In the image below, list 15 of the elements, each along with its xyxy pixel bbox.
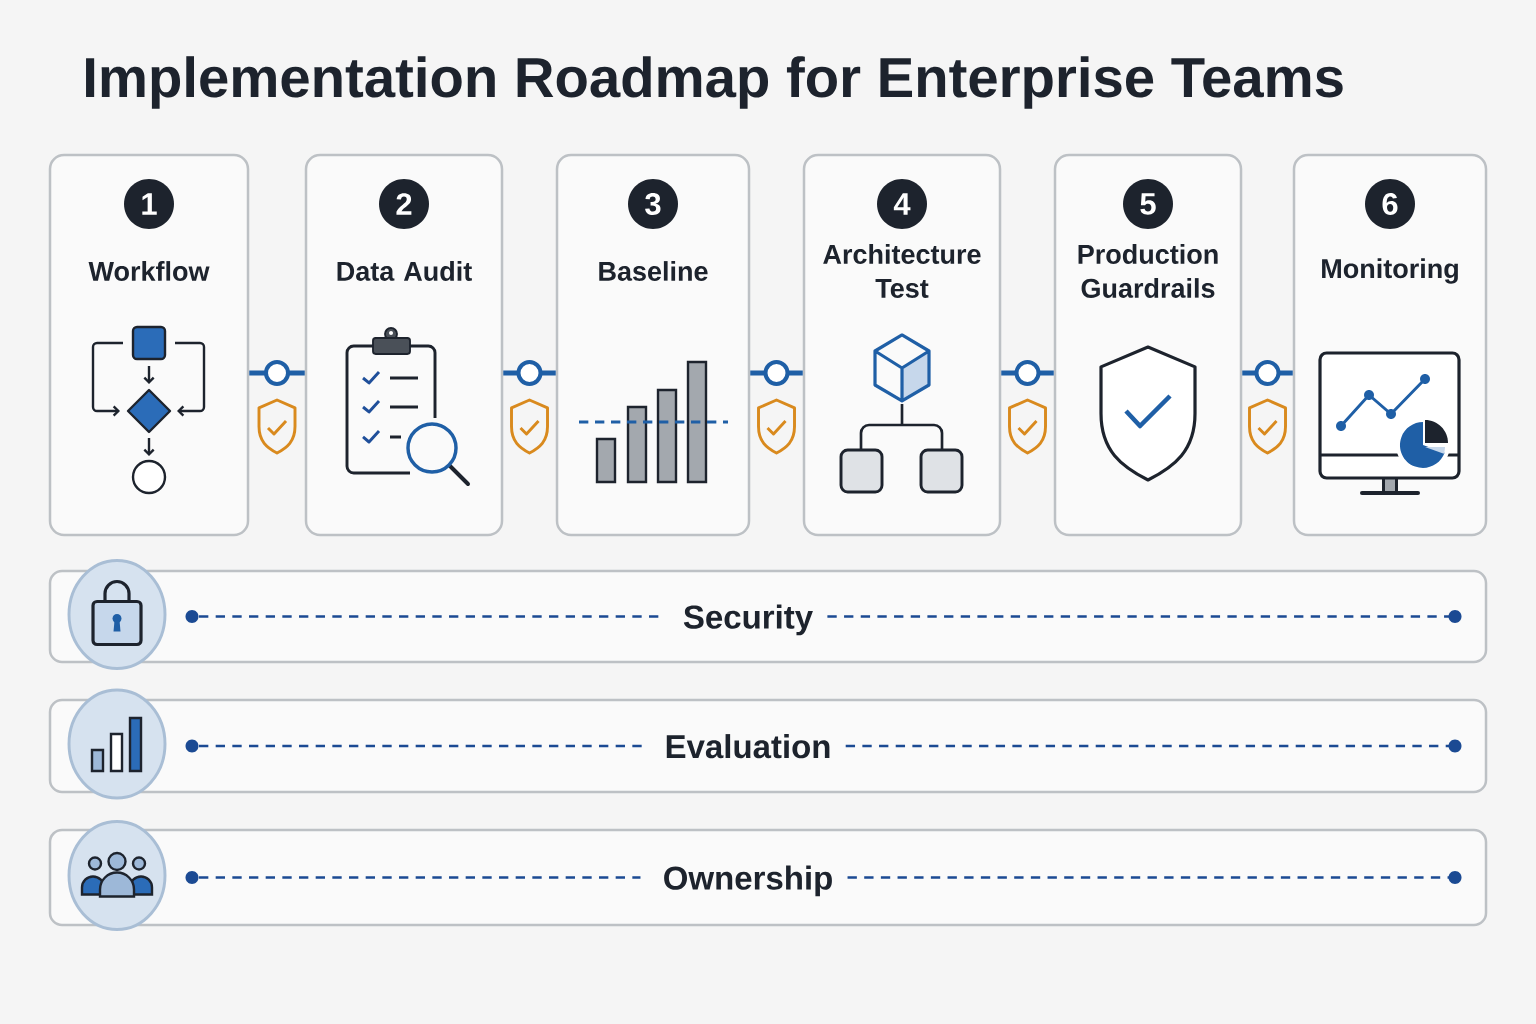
number-badge: 5 bbox=[1123, 179, 1173, 229]
lane-band: Ownership bbox=[48, 828, 1488, 927]
title: Implementation Roadmap for Enterprise Teams bbox=[86, 56, 1343, 109]
lane-band: Security bbox=[48, 569, 1488, 664]
connector bbox=[1242, 360, 1293, 386]
number-badge: 3 bbox=[628, 179, 678, 229]
lane-band: Evaluation bbox=[48, 698, 1488, 794]
number-badge: 4 bbox=[877, 179, 927, 229]
number-badge: 2 bbox=[379, 179, 429, 229]
connector bbox=[750, 360, 803, 386]
connector bbox=[249, 360, 305, 386]
connector bbox=[1001, 360, 1054, 386]
number-badge: 1 bbox=[124, 179, 174, 229]
number-badge: 6 bbox=[1365, 179, 1415, 229]
connector bbox=[503, 360, 556, 386]
